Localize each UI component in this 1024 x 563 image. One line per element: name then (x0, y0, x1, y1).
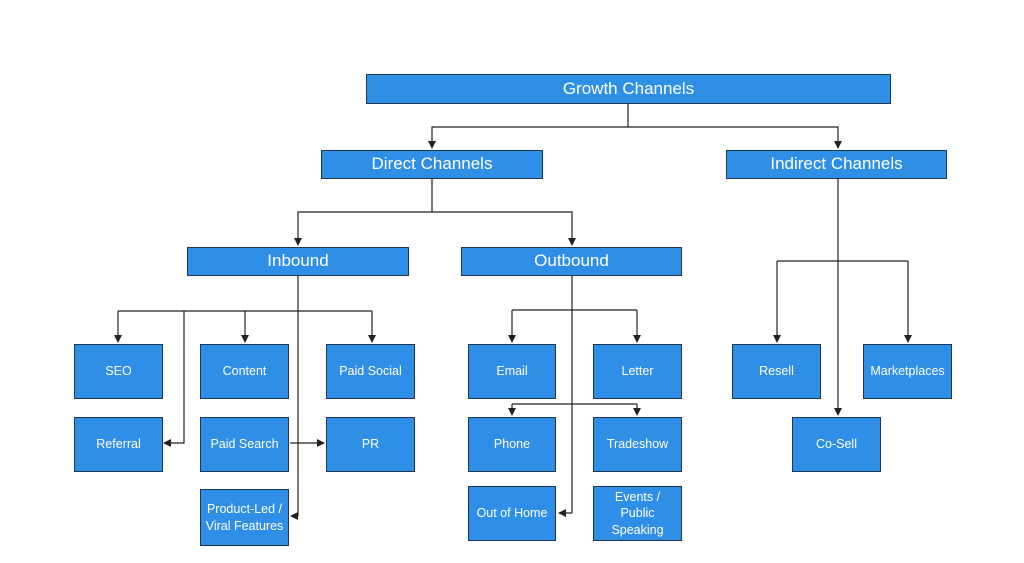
node-paid-search: Paid Search (200, 417, 289, 472)
node-product-led-viral-features: Product-Led / Viral Features (200, 489, 289, 546)
node-letter: Letter (593, 344, 682, 399)
node-co-sell: Co-Sell (792, 417, 881, 472)
node-pr: PR (326, 417, 415, 472)
node-tradeshow: Tradeshow (593, 417, 682, 472)
connector-direct-to-outbound (432, 211, 576, 246)
node-inbound: Inbound (187, 247, 409, 276)
node-growth-channels: Growth Channels (366, 74, 891, 104)
node-events-public-speaking: Events / Public Speaking (593, 486, 682, 541)
node-outbound: Outbound (461, 247, 682, 276)
node-email: Email (468, 344, 556, 399)
node-marketplaces: Marketplaces (863, 344, 952, 399)
node-content: Content (200, 344, 289, 399)
node-indirect-channels: Indirect Channels (726, 150, 947, 179)
node-seo: SEO (74, 344, 163, 399)
node-phone: Phone (468, 417, 556, 472)
connector-root-to-direct (428, 104, 629, 149)
node-resell: Resell (732, 344, 821, 399)
connector-inbound-to-referral (163, 311, 185, 447)
node-out-of-home: Out of Home (468, 486, 556, 541)
connector-root-to-indirect (628, 126, 842, 149)
node-referral: Referral (74, 417, 163, 472)
connector-direct-to-inbound (294, 179, 433, 246)
node-paid-social: Paid Social (326, 344, 415, 399)
node-direct-channels: Direct Channels (321, 150, 543, 179)
